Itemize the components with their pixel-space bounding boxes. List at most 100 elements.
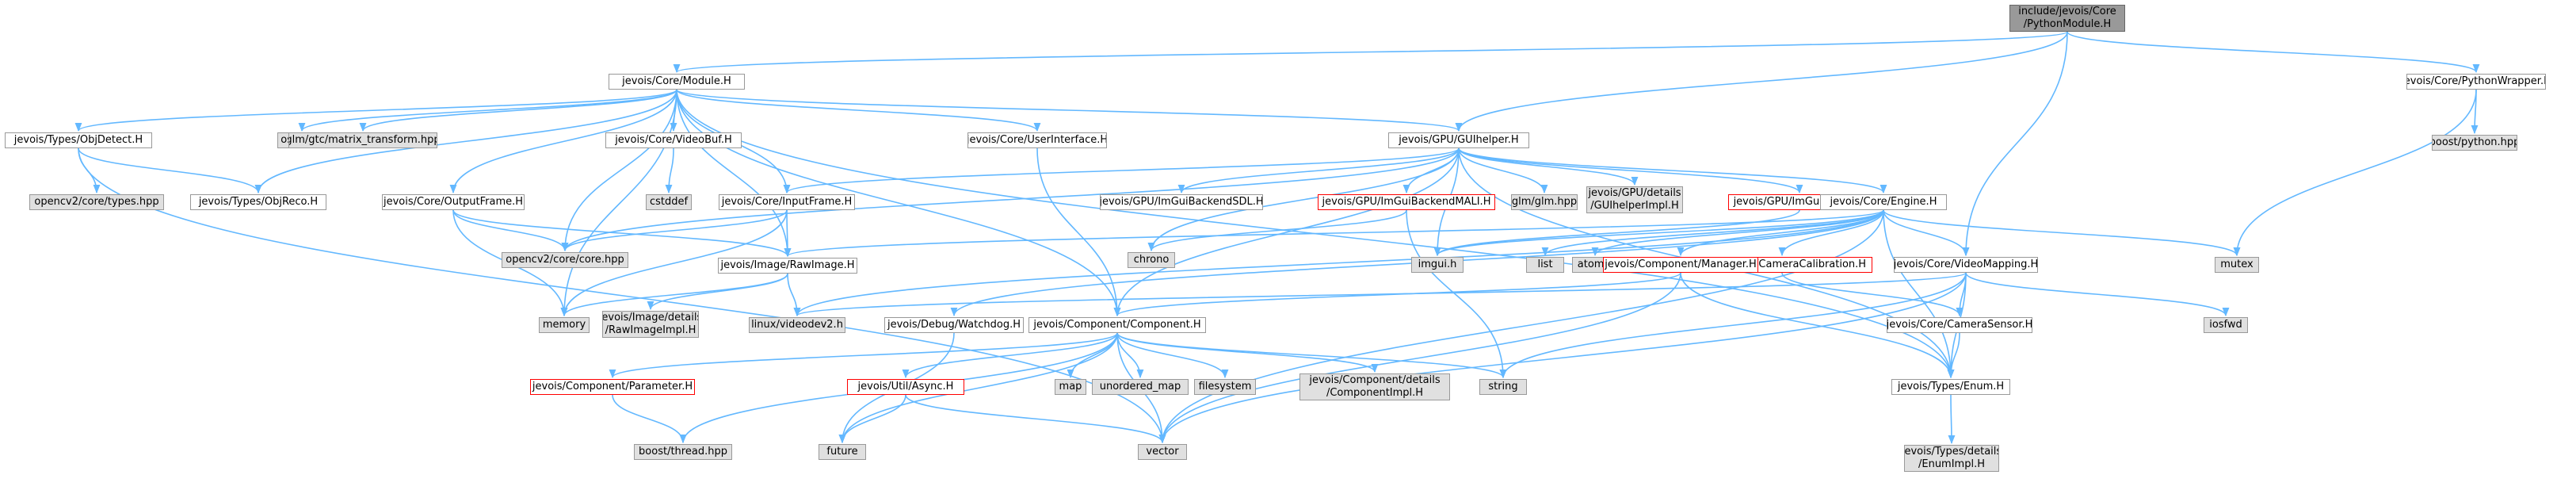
edge-inputframe-to-memory [560, 209, 788, 317]
node-videomapping[interactable]: jevois/Core/VideoMapping.H [1894, 257, 2038, 273]
node-videobuf[interactable]: jevois/Core/VideoBuf.H [605, 132, 742, 148]
edge-imgui-mali-to-chrono [1147, 209, 1407, 252]
node-guihelper[interactable]: jevois/GPU/GUIhelper.H [1388, 132, 1529, 148]
node-manager[interactable]: jevois/Component/Manager.H [1603, 257, 1758, 273]
node-unordered-map[interactable]: unordered_map [1092, 379, 1189, 395]
edge-rawimage-to-rawimageimpl [647, 273, 788, 311]
node-userinterface[interactable]: jevois/Core/UserInterface.H [967, 132, 1107, 148]
edge-engine-to-cameracal [1778, 209, 1884, 257]
edge-component-to-async [902, 332, 1118, 379]
edge-python-module-to-module [674, 31, 2068, 74]
node-inputframe[interactable]: jevois/Core/InputFrame.H [719, 194, 855, 210]
node-python-module[interactable]: include/jevois/Core /PythonModule.H [2009, 5, 2125, 32]
edge-videomapping-to-vector [1158, 272, 1967, 444]
edge-component-to-future [838, 332, 1118, 444]
node-rawimage[interactable]: jevois/Image/RawImage.H [718, 258, 857, 274]
edge-module-to-memory [560, 89, 677, 317]
node-map[interactable]: map [1055, 379, 1086, 395]
edge-manager-to-component [1113, 272, 1681, 317]
edge-guihelper-to-guihelperimpl [1458, 147, 1639, 186]
edge-rawimage-to-memory [560, 273, 788, 317]
node-memory[interactable]: memory [539, 317, 590, 333]
edge-guihelper-to-component [1113, 147, 1460, 317]
edge-guihelper-to-cv-core [561, 147, 1460, 252]
edge-manager-to-enum [1680, 272, 1955, 379]
edge-engine-to-enum [1883, 209, 1955, 379]
node-imgui[interactable]: imgui.h [1411, 257, 1464, 273]
edge-rawimage-to-videodev2 [787, 273, 801, 317]
edge-videomapping-to-iosfwd [1965, 272, 2230, 317]
edge-videomapping-to-videodev2 [794, 272, 1967, 317]
node-objdetect[interactable]: jevois/Types/ObjDetect.H [5, 132, 152, 148]
node-outputframe[interactable]: jevois/Core/OutputFrame.H [382, 194, 525, 210]
node-future[interactable]: future [819, 444, 866, 460]
edge-engine-to-vector [1158, 209, 1884, 444]
node-componentimpl[interactable]: jevois/Component/details /ComponentImpl.… [1299, 373, 1450, 400]
edge-python-module-to-guihelper [1455, 31, 2068, 132]
node-filesystem[interactable]: filesystem [1194, 379, 1256, 395]
node-chrono[interactable]: chrono [1128, 252, 1175, 268]
edge-videobuf-to-cstddef [665, 147, 674, 194]
edge-module-to-guihelper [676, 89, 1463, 132]
edge-module-to-rawimage [676, 89, 792, 258]
node-guihelperimpl[interactable]: jevois/GPU/details /GUIhelperImpl.H [1586, 186, 1683, 213]
edge-async-to-future [838, 394, 906, 444]
edge-module-to-outputframe [449, 89, 677, 194]
edge-userinterface-to-component [1036, 147, 1121, 317]
node-string[interactable]: string [1479, 379, 1527, 395]
node-list[interactable]: list [1526, 257, 1564, 273]
node-videodev2[interactable]: linux/videodev2.h [749, 317, 845, 333]
node-engine[interactable]: jevois/Core/Engine.H [1820, 194, 1947, 210]
edge-videomapping-to-string [1499, 272, 1967, 379]
node-python-wrapper[interactable]: jevois/Core/PythonWrapper.H [2406, 74, 2546, 90]
edge-component-to-parameter [609, 332, 1118, 379]
edge-guihelper-to-inputframe [783, 147, 1460, 194]
node-glm-matrix[interactable]: glm/gtc/matrix_transform.hpp [288, 132, 437, 148]
edge-module-to-glm-matrix [359, 89, 677, 132]
node-vector[interactable]: vector [1138, 444, 1187, 460]
edge-camerasensor-to-enum [1947, 332, 1960, 379]
edge-cameracal-to-camerasensor [1781, 272, 1963, 317]
edge-imguiimage-to-imgui [1433, 209, 1800, 257]
node-component[interactable]: jevois/Component/Component.H [1028, 317, 1206, 333]
node-objreco[interactable]: jevois/Types/ObjReco.H [190, 194, 326, 210]
node-mutex[interactable]: mutex [2215, 257, 2259, 273]
edge-engine-to-imgui [1433, 209, 1884, 257]
edge-engine-to-videomapping [1883, 209, 1970, 257]
edge-async-to-vector [905, 394, 1166, 444]
edge-objdetect-to-vector [78, 147, 1166, 444]
node-imgui-mali[interactable]: jevois/GPU/ImGuiBackendMALI.H [1318, 194, 1495, 210]
edge-module-to-objdetect [74, 89, 677, 132]
edge-module-to-objreco [254, 89, 677, 194]
node-imgui-sdl[interactable]: jevois/GPU/ImGuiBackendSDL.H [1100, 194, 1263, 210]
node-enum[interactable]: jevois/Types/Enum.H [1891, 379, 2010, 395]
node-cv-types[interactable]: opencv2/core/types.hpp [29, 194, 164, 210]
node-module[interactable]: jevois/Core/Module.H [609, 74, 745, 90]
edge-enum-to-enumimpl [1948, 394, 1956, 445]
node-cstddef[interactable]: cstddef [646, 194, 692, 210]
node-watchdog[interactable]: jevois/Debug/Watchdog.H [884, 317, 1024, 333]
edge-python-module-to-videomapping [1962, 31, 2068, 257]
edge-parameter-to-boost-thread [612, 394, 687, 444]
node-enumimpl[interactable]: jevois/Types/details /EnumImpl.H [1904, 445, 1999, 472]
edge-module-to-ostream [298, 89, 677, 132]
node-cv-core[interactable]: opencv2/core/core.hpp [502, 252, 628, 268]
edge-guihelper-to-imguiimage [1458, 147, 1803, 194]
node-camerasensor[interactable]: jevois/Core/CameraSensor.H [1887, 317, 2032, 333]
node-rawimageimpl[interactable]: jevois/Image/details /RawImageImpl.H [602, 311, 699, 338]
node-glm[interactable]: glm/glm.hpp [1511, 194, 1578, 210]
node-iosfwd[interactable]: iosfwd [2204, 317, 2248, 333]
edge-engine-to-rawimage [784, 209, 1884, 258]
edge-guihelper-to-glm [1458, 147, 1548, 194]
edge-outputframe-to-cv-core [452, 209, 569, 252]
edge-component-to-string [1116, 332, 1507, 379]
node-parameter[interactable]: jevois/Component/Parameter.H [530, 379, 695, 395]
edge-manager-to-vector [1158, 272, 1681, 444]
edge-engine-to-atomic [1591, 209, 1884, 257]
edge-imgui-mali-to-string [1406, 209, 1507, 379]
node-boost-python[interactable]: boost/python.hpp [2432, 135, 2517, 151]
node-async[interactable]: jevois/Util/Async.H [847, 379, 964, 395]
edge-objdetect-to-objreco [78, 147, 262, 194]
node-boost-thread[interactable]: boost/thread.hpp [634, 444, 732, 460]
